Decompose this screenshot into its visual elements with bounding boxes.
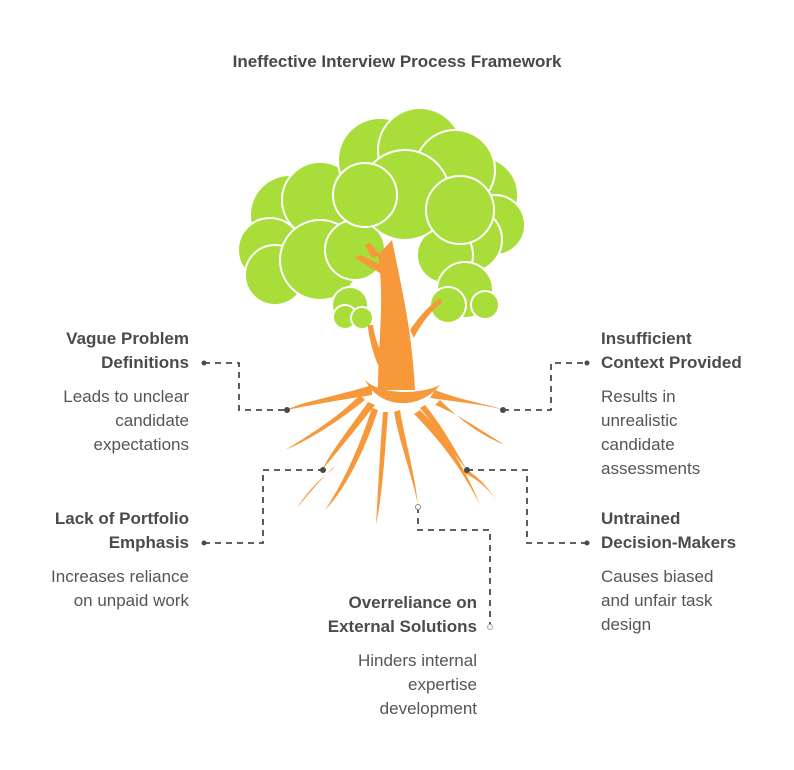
item-description: Causes biased and unfair task design xyxy=(601,567,714,634)
item-untrained-decision-makers: Untrained Decision-Makers Causes biased … xyxy=(601,507,781,637)
dot xyxy=(584,360,590,366)
dot xyxy=(500,407,506,413)
item-description: Hinders internal expertise development xyxy=(357,651,477,718)
item-lack-of-portfolio-emphasis: Lack of Portfolio Emphasis Increases rel… xyxy=(10,507,189,613)
item-description: Results in unrealistic candidate assessm… xyxy=(601,387,701,478)
tree-foliage xyxy=(237,107,526,330)
connector-overreliance xyxy=(417,507,491,627)
tree-trunk-roots xyxy=(285,240,505,525)
connector-lack-of-portfolio xyxy=(204,469,323,544)
item-overreliance-on-external-solutions: Overreliance on External Solutions Hinde… xyxy=(296,591,477,721)
item-heading: Overreliance on External Solutions xyxy=(327,593,477,636)
connector-dots xyxy=(201,360,590,630)
diagram-title: Ineffective Interview Process Framework xyxy=(232,52,562,71)
dot xyxy=(464,467,470,473)
connector-untrained xyxy=(467,469,587,544)
dot xyxy=(320,467,326,473)
dot xyxy=(487,624,493,630)
dot xyxy=(415,504,421,510)
item-heading: Untrained Decision-Makers xyxy=(601,509,737,552)
dot xyxy=(201,360,207,366)
dot xyxy=(584,540,590,546)
connector-insufficient-context xyxy=(503,362,587,411)
item-description: Leads to unclear candidate expectations xyxy=(63,387,189,454)
item-heading: Vague Problem Definitions xyxy=(66,329,189,372)
dot xyxy=(201,540,207,546)
foliage-top xyxy=(332,107,496,245)
item-heading: Lack of Portfolio Emphasis xyxy=(54,509,189,552)
item-vague-problem-definitions: Vague Problem Definitions Leads to uncle… xyxy=(20,327,189,457)
item-heading: Insufficient Context Provided xyxy=(601,329,742,372)
item-description: Increases reliance on unpaid work xyxy=(51,567,189,610)
dot xyxy=(284,407,290,413)
connectors xyxy=(204,362,587,627)
item-insufficient-context-provided: Insufficient Context Provided Results in… xyxy=(601,327,781,481)
connector-vague-problem xyxy=(204,362,287,411)
foliage-small-left xyxy=(331,286,374,330)
foliage-small-right xyxy=(429,261,500,324)
